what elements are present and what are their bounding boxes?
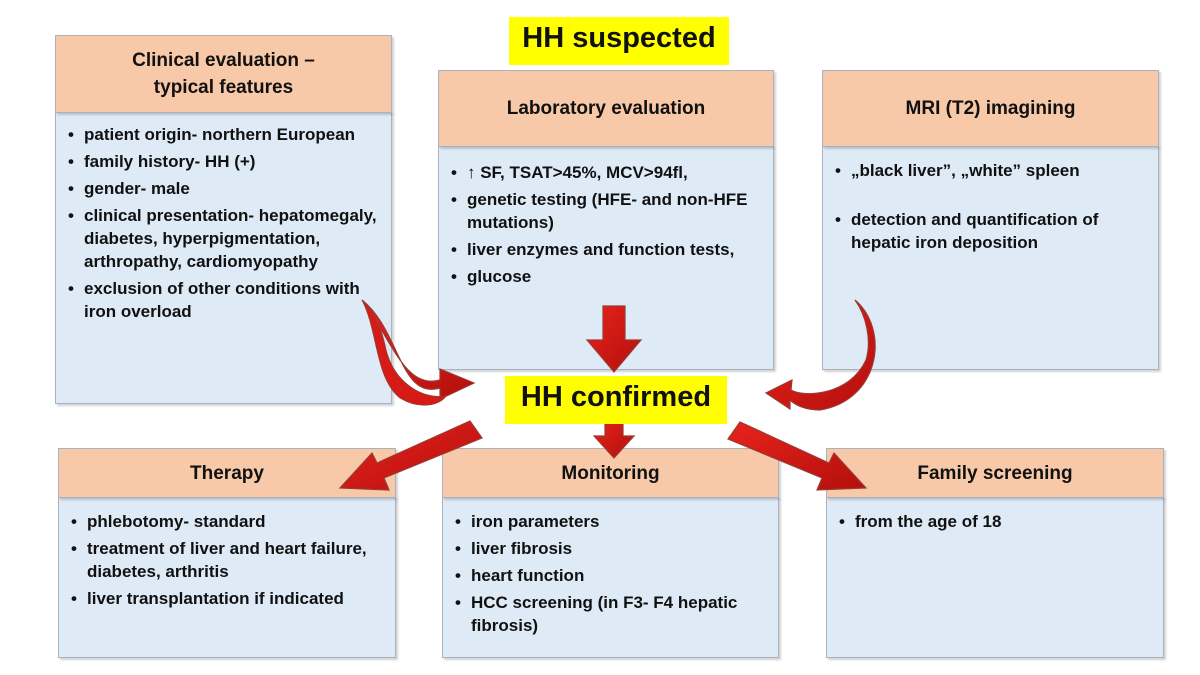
family-screening-header: Family screening — [826, 448, 1164, 498]
list-item: genetic testing (HFE- and non-HFE mutati… — [451, 188, 765, 234]
list-item: liver transplantation if indicated — [71, 587, 387, 610]
mri-imaging-body: „black liver”, „white” spleen detection … — [822, 146, 1159, 370]
clinical-evaluation-body: patient origin- northern European family… — [55, 112, 392, 404]
list-item: ↑ SF, TSAT>45%, MCV>94fl, — [451, 161, 765, 184]
list-item: liver fibrosis — [455, 537, 770, 560]
list-item: „black liver”, „white” spleen — [835, 159, 1150, 182]
clinical-title-line2: typical features — [153, 77, 294, 98]
clinical-evaluation-header: Clinical evaluation – typical features — [55, 35, 392, 113]
mri-imaging-header: MRI (T2) imagining — [822, 70, 1159, 147]
list-item: heart function — [455, 564, 770, 587]
list-item: treatment of liver and heart failure, di… — [71, 537, 387, 583]
monitoring-header: Monitoring — [442, 448, 779, 498]
therapy-body: phlebotomy- standard treatment of liver … — [58, 497, 396, 658]
list-item: phlebotomy- standard — [71, 510, 387, 533]
monitoring-body: iron parameters liver fibrosis heart fun… — [442, 497, 779, 658]
hh-confirmed-banner: HH confirmed — [505, 376, 727, 424]
list-item: exclusion of other conditions with iron … — [68, 277, 383, 323]
laboratory-evaluation-body: ↑ SF, TSAT>45%, MCV>94fl, genetic testin… — [438, 146, 774, 370]
clinical-title-line1: Clinical evaluation – — [132, 50, 315, 71]
list-item: iron parameters — [455, 510, 770, 533]
list-item: patient origin- northern European — [68, 123, 383, 146]
list-item: detection and quantification of hepatic … — [835, 208, 1150, 254]
list-item: from the age of 18 — [839, 510, 1155, 533]
list-item: family history- HH (+) — [68, 150, 383, 173]
hh-suspected-banner: HH suspected — [509, 17, 729, 65]
list-item: clinical presentation- hepatomegaly, dia… — [68, 204, 383, 273]
laboratory-evaluation-header: Laboratory evaluation — [438, 70, 774, 147]
family-screening-body: from the age of 18 — [826, 497, 1164, 658]
therapy-header: Therapy — [58, 448, 396, 498]
list-item: glucose — [451, 265, 765, 288]
list-item: liver enzymes and function tests, — [451, 238, 765, 261]
list-item: gender- male — [68, 177, 383, 200]
list-item: HCC screening (in F3- F4 hepatic fibrosi… — [455, 591, 770, 637]
